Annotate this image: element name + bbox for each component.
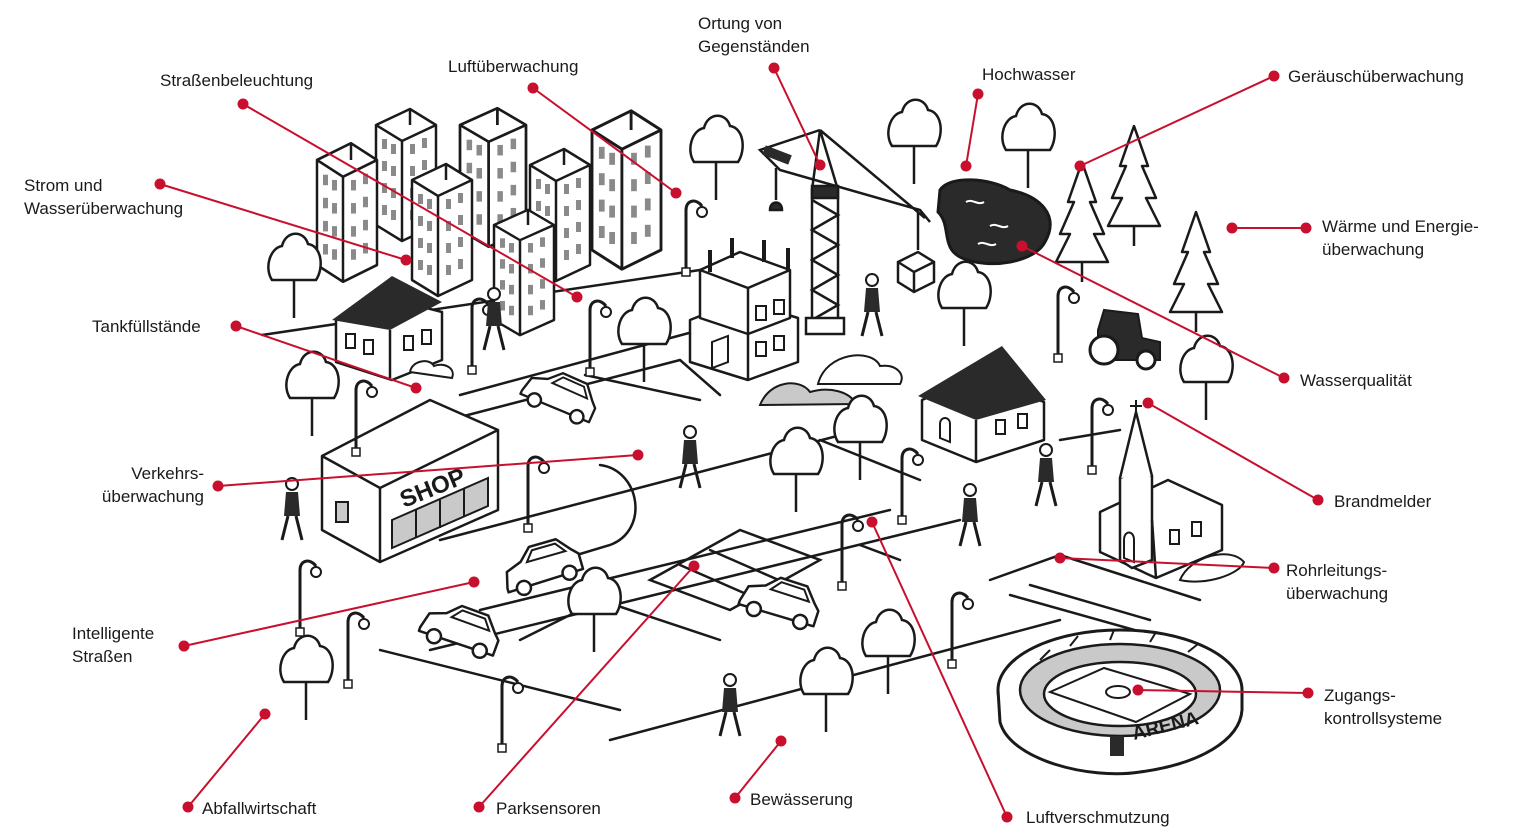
arena: ARENA <box>996 628 1244 776</box>
label-bewaesserung: Bewässerung <box>750 790 854 809</box>
label-waerme-energie: Wärme und Energie-überwachung <box>1322 217 1479 259</box>
label-wasserqualitaet: Wasserqualität <box>1300 371 1412 390</box>
crane <box>757 128 936 336</box>
label-strassenbeleuchtung: Straßenbeleuchtung <box>160 71 314 90</box>
label-luftueberwachung: Luftüberwachung <box>448 57 579 76</box>
house-left <box>332 276 454 382</box>
label-tankfuellstaende: Tankfüllstände <box>92 317 201 336</box>
label-verkehrsueberwachung: Verkehrs-überwachung <box>101 464 204 506</box>
label-hochwasser: Hochwasser <box>982 65 1076 84</box>
label-luftverschmutzung: Luftverschmutzung <box>1026 808 1170 827</box>
label-geraeuschueberwachung: Geräuschüberwachung <box>1288 67 1464 86</box>
label-rohrleitungsueberwachung: Rohrleitungs-überwachung <box>1286 561 1389 603</box>
shop-building: SHOP <box>320 398 500 564</box>
house-right <box>918 346 1046 464</box>
label-brandmelder: Brandmelder <box>1334 492 1432 511</box>
leader-lines <box>154 62 1324 823</box>
label-zugangskontrollsysteme: Zugangs-kontrollsysteme <box>1324 686 1443 728</box>
tractor <box>1088 308 1161 371</box>
church <box>1098 400 1246 583</box>
label-parksensoren: Parksensoren <box>496 799 601 818</box>
label-abfallwirtschaft: Abfallwirtschaft <box>202 799 317 818</box>
construction-site <box>688 238 903 407</box>
